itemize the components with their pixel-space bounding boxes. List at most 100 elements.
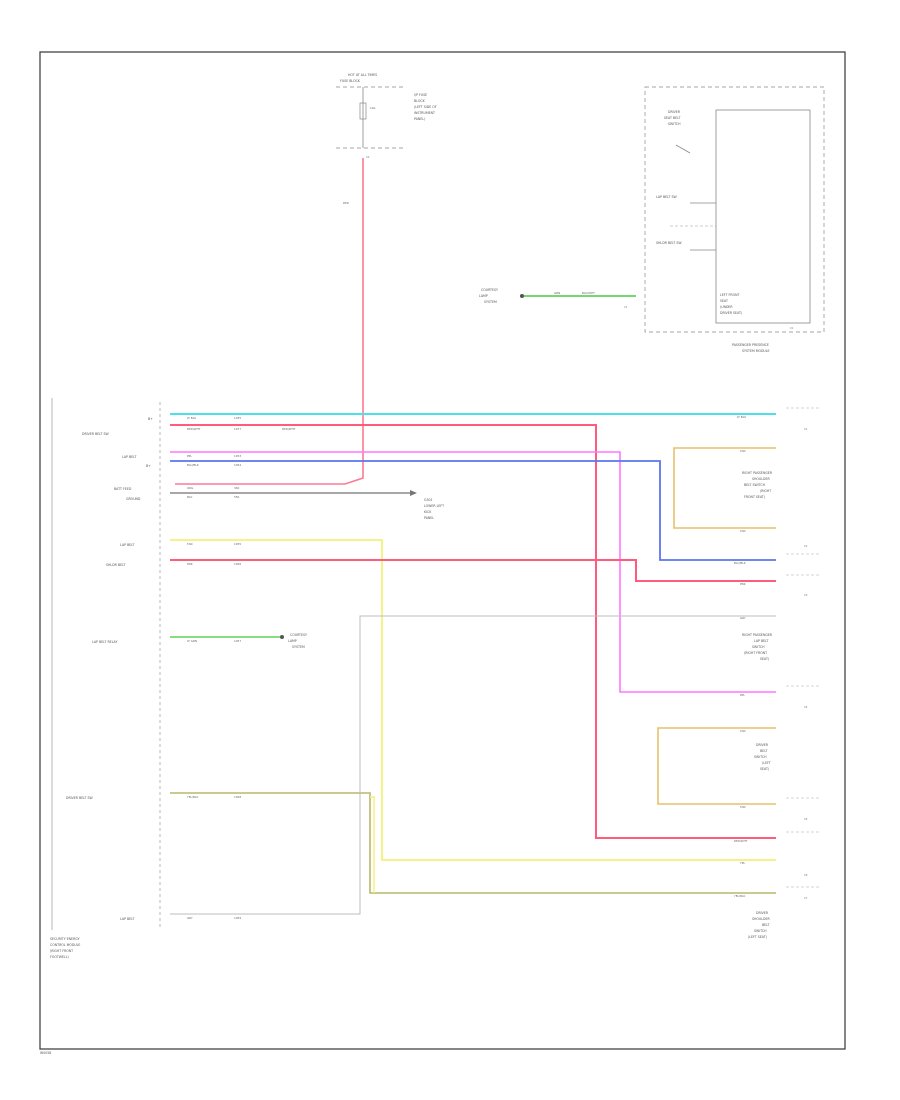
svg-text:TAN: TAN: [739, 449, 746, 453]
row-label: LAP BELT: [120, 917, 135, 921]
green-ground-label: COURTESY LAMP SYSTEM: [288, 633, 307, 649]
tan-loop-1: [673, 447, 776, 529]
svg-text:1057: 1057: [234, 639, 241, 643]
fuse-name: FUSE BLOCK: [340, 79, 361, 83]
svg-text:SEAT): SEAT): [760, 767, 769, 771]
row-label: DRIVER BELT SW: [66, 796, 94, 800]
wire-olive-yellow: [370, 796, 375, 893]
svg-text:C7: C7: [804, 896, 808, 900]
switch-row1: LAP BELT SW: [656, 195, 677, 199]
svg-text:LAMP: LAMP: [479, 294, 488, 298]
row-label: B+: [146, 464, 151, 468]
passenger-presence-module: DRIVER SEAT BELT SWITCH LAP BELT SW SHLD…: [644, 86, 825, 353]
wire-red-driver: [170, 424, 776, 839]
svg-text:BELT: BELT: [760, 749, 768, 753]
svg-text:PASSENGER PRESENCE: PASSENGER PRESENCE: [732, 343, 769, 347]
svg-text:(RIGHT FRONT: (RIGHT FRONT: [744, 651, 767, 655]
svg-text:BLK: BLK: [187, 495, 192, 499]
svg-text:SYSTEM: SYSTEM: [292, 645, 305, 649]
wire-yellow: [170, 539, 776, 861]
ground-arrow-icon: [410, 490, 417, 496]
svg-text:DRIVER SEAT): DRIVER SEAT): [720, 311, 742, 315]
wire-red-fuse-feed: [175, 158, 364, 485]
wire-olive: [170, 792, 776, 894]
svg-text:(RIGHT FRONT: (RIGHT FRONT: [50, 949, 73, 953]
svg-text:1077: 1077: [234, 427, 241, 431]
ground-top-wire1: GRN: [554, 291, 560, 295]
svg-text:1035: 1035: [234, 416, 241, 420]
fuse-title: HOT AT ALL TIMES: [348, 73, 377, 77]
fuse-connector-id: C2: [366, 155, 370, 159]
svg-text:SWITCH: SWITCH: [668, 122, 681, 126]
svg-text:PPL: PPL: [740, 693, 745, 697]
ground-text: G301 LOWER LEFT KICK PANEL: [424, 498, 444, 520]
svg-text:LT BLU: LT BLU: [737, 415, 746, 419]
fuse-element-icon: [359, 102, 367, 120]
ground-top-pin: C1: [624, 305, 628, 309]
tan-loop-2: [657, 727, 776, 805]
svg-text:DRIVER: DRIVER: [756, 743, 769, 747]
svg-text:LAMP: LAMP: [288, 639, 297, 643]
svg-text:SWITCH: SWITCH: [754, 755, 767, 759]
ground-top-wire2: BLK/WHT: [582, 291, 595, 295]
svg-text:LEFT FRONT: LEFT FRONT: [720, 293, 739, 297]
svg-text:SYSTEM: SYSTEM: [484, 300, 497, 304]
svg-text:C1: C1: [804, 427, 808, 431]
svg-text:I/P FUSE: I/P FUSE: [414, 93, 427, 97]
svg-text:1053: 1053: [234, 454, 241, 458]
svg-text:SECURITY ENERGY: SECURITY ENERGY: [50, 937, 80, 941]
svg-text:COURTESY: COURTESY: [481, 288, 498, 292]
wire-magenta: [170, 451, 776, 693]
svg-text:RIGHT PASSENGER: RIGHT PASSENGER: [742, 471, 773, 475]
presence-caption: PASSENGER PRESENCE SYSTEM MODULE: [732, 343, 770, 353]
svg-text:LAP BELT: LAP BELT: [754, 639, 769, 643]
module-name: SECURITY ENERGY CONTROL MODULE (RIGHT FR…: [50, 937, 80, 959]
svg-text:PANEL: PANEL: [424, 516, 434, 520]
row-label: B+: [148, 417, 153, 421]
switch-row2: SHLDR BELT SW: [656, 241, 682, 245]
right-connectors: C1 C2 C3 C4 C5 C6 C7: [786, 407, 820, 900]
right-wire-labels: LT BLU TAN TAN BLU/BLK PNK GRY PPL TAN T…: [734, 415, 748, 898]
svg-text:C3: C3: [804, 593, 808, 597]
switch-bottom-label: C1: [790, 326, 794, 330]
module-row-labels: B+ DRIVER BELT SW LAP BELT B+ BATT FEED …: [66, 417, 153, 921]
svg-text:550: 550: [234, 495, 240, 499]
svg-text:LT GRN: LT GRN: [187, 639, 197, 643]
svg-text:YEL/BLK: YEL/BLK: [734, 894, 745, 898]
svg-text:INSTRUMENT: INSTRUMENT: [414, 111, 435, 115]
row-label: LAP BELT: [122, 455, 137, 459]
svg-text:TAN: TAN: [739, 729, 746, 733]
svg-text:C6: C6: [804, 873, 808, 877]
svg-text:RIGHT PASSENGER: RIGHT PASSENGER: [742, 633, 773, 637]
svg-text:BELT SWITCH: BELT SWITCH: [744, 483, 766, 487]
svg-text:(LEFT SIDE OF: (LEFT SIDE OF: [414, 105, 437, 109]
fuse-wire-label: RED: [343, 201, 349, 205]
wire-gray-bottom: [170, 615, 776, 915]
green-ground-dot: [280, 635, 284, 639]
svg-text:FOOTWELL): FOOTWELL): [50, 955, 69, 959]
row-label: SHLDR BELT: [106, 563, 125, 567]
svg-text:GRY: GRY: [187, 916, 193, 920]
svg-text:ORG: ORG: [187, 486, 193, 490]
svg-text:BLU/BLK: BLU/BLK: [734, 561, 746, 565]
svg-text:PANEL): PANEL): [414, 117, 425, 121]
svg-text:BLOCK: BLOCK: [414, 99, 426, 103]
box2-label: RIGHT PASSENGER LAP BELT SWITCH (RIGHT F…: [742, 633, 773, 661]
row-label: GROUND: [126, 497, 141, 501]
svg-text:BLU/BLK: BLU/BLK: [187, 463, 199, 467]
svg-text:YEL/BLK: YEL/BLK: [187, 795, 198, 799]
svg-text:(UNDER: (UNDER: [720, 305, 733, 309]
svg-text:SEAT: SEAT: [720, 299, 728, 303]
svg-text:GRY: GRY: [740, 616, 746, 620]
row-label: BATT FEED: [114, 487, 132, 491]
row-label: LAP BELT RELAY: [92, 640, 117, 644]
switch-box-text: LEFT FRONT SEAT (UNDER DRIVER SEAT): [720, 293, 742, 315]
green-top-dot: [520, 294, 524, 298]
svg-text:BELT: BELT: [762, 923, 770, 927]
svg-text:FRONT SEAT): FRONT SEAT): [744, 495, 765, 499]
svg-text:TAN: TAN: [186, 542, 193, 546]
box1-label: RIGHT PASSENGER SHOULDER BELT SWITCH (RI…: [742, 471, 773, 499]
svg-text:PNK: PNK: [187, 562, 193, 566]
svg-text:RED/WHT: RED/WHT: [187, 427, 201, 431]
